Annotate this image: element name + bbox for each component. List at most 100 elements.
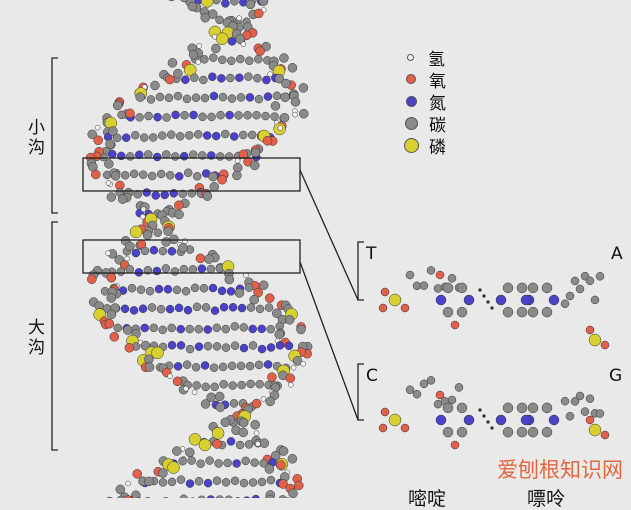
atom: [250, 295, 259, 304]
atom: [241, 42, 246, 47]
base-label-a: A: [611, 244, 623, 264]
atom: [244, 73, 252, 81]
atom: [125, 242, 134, 251]
atom: [436, 415, 446, 425]
atom: [91, 170, 100, 179]
atom: [542, 283, 552, 293]
atom: [389, 294, 401, 306]
atom: [281, 93, 290, 102]
carbon-swatch: [405, 117, 418, 130]
atom: [271, 113, 279, 121]
atom: [571, 277, 579, 285]
atom: [267, 373, 276, 382]
atom: [156, 93, 164, 101]
atom: [528, 307, 538, 317]
atom: [294, 481, 303, 490]
pyrimidine-label: 嘧啶: [408, 488, 446, 510]
atom: [420, 282, 428, 290]
atom: [177, 341, 185, 349]
atom: [125, 343, 134, 352]
major-groove-bracket: [52, 222, 58, 450]
atom: [221, 130, 229, 138]
atom: [254, 431, 259, 436]
atom: [181, 111, 189, 119]
atom: [213, 324, 221, 332]
atom: [247, 380, 255, 388]
atom: [238, 381, 246, 389]
atom: [271, 101, 280, 110]
atom: [189, 265, 197, 273]
atom: [420, 380, 428, 388]
atom: [183, 361, 191, 369]
connector-line-top: [300, 170, 358, 300]
atom: [211, 383, 219, 391]
atom: [199, 76, 207, 84]
atom: [175, 210, 184, 219]
atom: [275, 330, 284, 339]
atom: [208, 73, 216, 81]
atom: [288, 382, 293, 387]
atom: [147, 95, 155, 103]
legend-item-phosphorus: 磷: [404, 134, 446, 156]
atom: [566, 292, 574, 300]
atom: [186, 480, 194, 488]
atom: [281, 79, 290, 88]
atom: [239, 418, 248, 427]
atom: [436, 295, 446, 305]
atom: [237, 16, 242, 21]
atom: [236, 55, 244, 63]
atom: [159, 247, 167, 255]
atom: [183, 95, 191, 103]
atom: [293, 112, 298, 117]
atom: [107, 193, 116, 202]
atom: [136, 113, 144, 121]
atom: [125, 256, 130, 261]
atom: [503, 403, 513, 413]
atom: [521, 295, 531, 305]
atom: [503, 283, 513, 293]
atom: [143, 231, 152, 240]
atom: [242, 457, 250, 465]
atom: [150, 324, 158, 332]
atom: [285, 315, 294, 324]
atom: [265, 294, 274, 303]
atom: [237, 93, 245, 101]
oxygen-swatch: [406, 74, 416, 84]
atom: [175, 304, 183, 312]
legend-item-nitrogen: 氮: [404, 90, 446, 112]
atom: [167, 0, 176, 1]
atom: [108, 127, 117, 136]
atom: [581, 408, 589, 416]
atom: [195, 325, 203, 333]
atom: [236, 441, 244, 449]
atom: [601, 431, 609, 439]
atom: [131, 491, 140, 498]
atom: [256, 47, 265, 56]
atom: [215, 392, 224, 401]
atom: [94, 136, 103, 145]
atom: [122, 134, 130, 142]
legend-item-hydrogen: 氢: [404, 46, 446, 68]
atom: [263, 136, 272, 145]
atom: [159, 478, 167, 486]
atom: [158, 132, 166, 140]
atom: [266, 397, 275, 406]
base-label-c: C: [366, 366, 378, 386]
atom: [195, 343, 203, 351]
atom: [233, 460, 241, 468]
atom: [213, 342, 221, 350]
atom: [285, 342, 293, 350]
atom: [528, 283, 538, 293]
atom: [171, 153, 179, 161]
atom: [436, 391, 444, 399]
atom: [231, 342, 239, 350]
atom: [273, 92, 281, 100]
atom: [586, 277, 594, 285]
atom: [196, 254, 205, 263]
atom: [168, 58, 177, 67]
atom: [258, 345, 266, 353]
atom: [175, 172, 183, 180]
atom: [107, 310, 116, 319]
atom: [235, 111, 243, 119]
atom: [264, 360, 272, 368]
